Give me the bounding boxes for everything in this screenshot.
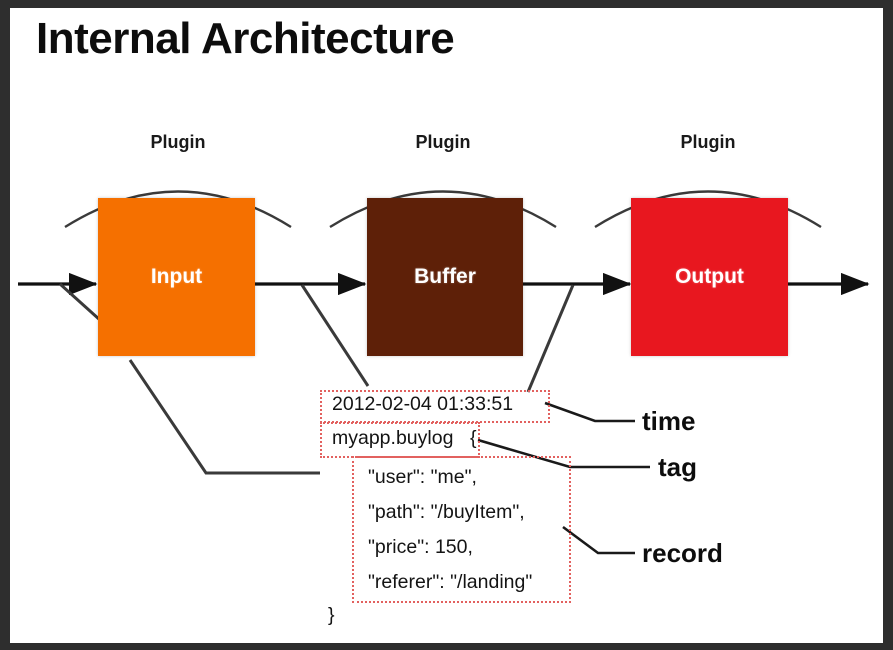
event-time-text: 2012-02-04 01:33:51 (332, 393, 514, 415)
plugin-arc-output (594, 190, 822, 229)
record-line-referer: "referer": "/landing" (368, 571, 533, 593)
leader-time-label (544, 401, 635, 423)
plugin-arc-buffer (329, 190, 557, 229)
leader-input-to-tag (128, 359, 320, 475)
node-output-label: Output (675, 265, 744, 288)
leader-record-label (562, 525, 635, 555)
node-input[interactable]: Input (98, 198, 255, 356)
plugin-label-input: Plugin (150, 132, 206, 152)
record-line-user: "user": "me", (368, 466, 477, 488)
node-output[interactable]: Output (631, 198, 788, 356)
node-buffer-label: Buffer (414, 265, 476, 288)
event-tag-text: myapp.buylog (332, 427, 454, 449)
record-line-path: "path": "/buyItem", (368, 501, 525, 523)
annotation-time: time (642, 406, 696, 436)
page-title: Internal Architecture (36, 14, 455, 63)
node-input-label: Input (150, 265, 203, 288)
node-buffer[interactable]: Buffer (367, 198, 523, 356)
plugin-label-buffer: Plugin (415, 132, 471, 152)
slide-canvas: Internal Architecture Plugin Plugin Plug… (10, 8, 883, 643)
leader-tag-label (477, 438, 650, 469)
leader-to-record-box-left (526, 284, 575, 393)
record-line-price: "price": 150, (368, 536, 473, 558)
event-close-brace: } (328, 604, 335, 626)
plugin-arc-input (64, 190, 292, 229)
annotation-record: record (642, 538, 723, 568)
event-open-brace: { (470, 427, 477, 449)
annotation-tag: tag (658, 452, 697, 482)
leader-to-time-box-left (300, 284, 370, 387)
plugin-label-output: Plugin (680, 132, 736, 152)
